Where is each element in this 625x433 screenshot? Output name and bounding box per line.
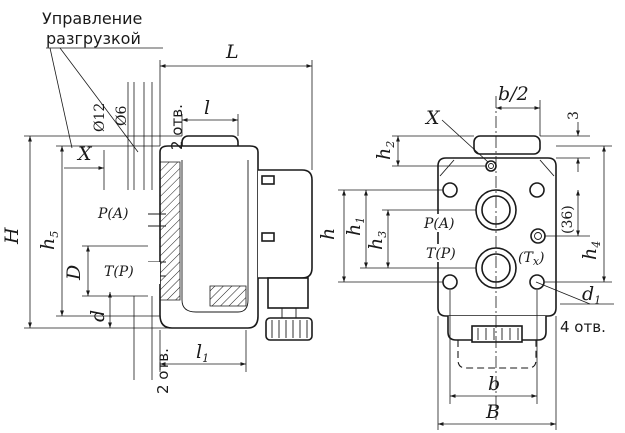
label-h: h [317,228,339,240]
label-h5-sub: 5 [48,231,61,238]
label-H: H [1,227,23,245]
side-adjuster-body [267,277,309,309]
label-X-front: X [424,107,441,129]
label-TP-side: T(P) [104,264,134,280]
mount-hole-tr [529,182,545,198]
svg-text:l1: l1 [196,341,209,365]
front-plate [437,157,557,317]
side-hatched-wall [159,161,181,301]
label-Tx-close: ) [538,250,544,266]
port-x [485,160,497,172]
control-caption-line2: разгрузкой [46,29,141,48]
front-top-lug [473,135,541,155]
label-d1-sub: 1 [594,294,601,307]
label-B: B [485,401,500,423]
svg-text:d1: d1 [582,283,601,307]
svg-text:h5: h5 [37,231,61,250]
label-holes4: 4 отв. [560,318,606,336]
label-dim3: 3 [566,111,582,120]
caption-leader-2 [59,47,139,153]
label-PA-side: P(A) [97,206,128,222]
label-l1-sub: 1 [202,352,209,365]
side-right-block [258,169,313,279]
label-holes-top: 2 отв. [168,104,186,150]
svg-text:h2: h2 [373,141,397,160]
label-h2-sub: 2 [384,141,397,149]
side-bolt-top [261,175,275,185]
label-h1-sub: 1 [354,217,367,224]
side-housing [159,145,259,329]
label-Tx: (T [518,250,534,266]
label-dim36: (36) [560,205,576,234]
label-X-side: X [76,143,93,165]
side-view: L l H h5 D d X Ø12 [1,41,313,394]
label-b: b [488,373,500,395]
label-h5: h [37,238,59,250]
leader-d1 [535,281,591,305]
side-bolt-mid [261,232,275,242]
label-dia12: Ø12 [92,103,108,132]
caption-leader-1 [49,47,73,149]
label-b-half: b/2 [498,83,529,105]
label-D: D [63,265,85,281]
side-hatched-bottom [209,285,247,307]
label-holes-bottom: 2 отв. [154,348,172,394]
side-adjuster-knob [265,317,313,341]
label-dia6: Ø6 [114,106,130,126]
label-h4-sub: 4 [590,241,603,249]
control-caption-line1: Управление [42,9,142,28]
port-tx [530,228,546,244]
label-d: d [87,310,109,322]
svg-text:h4: h4 [579,241,603,260]
label-h2: h [373,148,395,160]
label-h1: h [343,224,365,236]
front-knob [471,325,523,343]
svg-text:h3: h3 [365,231,389,250]
svg-text:h1: h1 [343,217,367,236]
label-h3: h [365,238,387,250]
mount-hole-tl [442,182,458,198]
label-PA-front: P(A) [423,216,454,232]
side-inner-cavity [181,160,249,313]
front-view: b/2 X 3 h2 h h1 h3 h4 [317,83,614,430]
label-l1: l [196,341,202,363]
front-dashed-adjuster [457,340,537,369]
label-h4: h [579,248,601,260]
label-TP-front: T(P) [426,246,456,262]
label-d1: d [582,283,594,305]
mount-hole-bl [442,274,458,290]
label-h5-group: h5 [37,231,61,250]
label-L: L [225,41,239,63]
label-l: l [204,97,210,119]
leader-x [441,119,489,163]
label-h3-sub: 3 [376,231,389,238]
svg-text:(Tx): (Tx) [518,250,545,268]
label-Tx-sub: x [533,255,540,268]
